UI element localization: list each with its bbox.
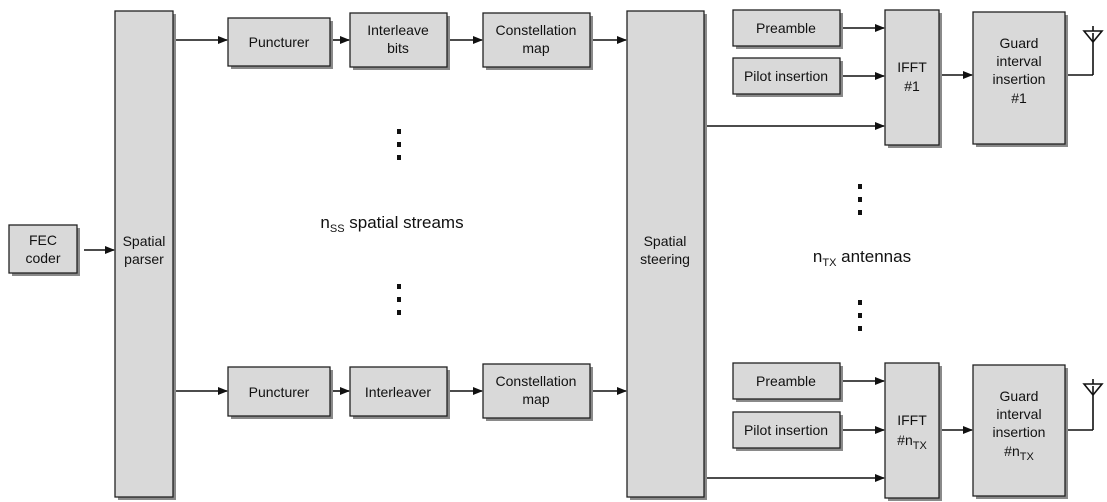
preamble-bottom-label: Preamble [756,373,816,389]
ellipsis-upper-antennas [858,184,862,215]
ifft-top-block: IFFT #1 [884,9,942,148]
ifft-bottom-block: IFFT #nTX [884,362,942,501]
puncturer-top-label: Puncturer [249,34,310,50]
guard-bottom-line-2: interval [996,406,1041,422]
guard-bottom-line-1: Guard [1000,388,1039,404]
ellipsis-lower-antennas [858,300,862,331]
guard-interval-bottom-block: Guard interval insertion #nTX [972,364,1068,499]
guard-bottom-line-3: insertion [993,424,1046,440]
spatial-steering-line-1: Spatial [644,233,687,249]
ifft-top-line-1: IFFT [897,59,927,75]
constellation-top-line-2: map [522,40,549,56]
puncturer-bottom-label: Puncturer [249,384,310,400]
connections [84,24,1094,482]
pilot-insertion-top-label: Pilot insertion [744,68,828,84]
fec-coder-line-2: coder [25,250,60,266]
pilot-insertion-bottom-block: Pilot insertion [732,411,843,451]
spatial-steering-block: Spatial steering [626,10,707,500]
guard-interval-top-block: Guard interval insertion #1 [972,11,1068,147]
ifft-bottom-n: #n [897,432,913,448]
guard-top-line-2: interval [996,53,1041,69]
spatial-parser-line-2: parser [124,251,164,267]
ifft-bottom-sub: TX [913,440,928,452]
spatial-parser-line-1: Spatial [123,233,166,249]
preamble-top-label: Preamble [756,20,816,36]
ellipsis-upper-streams [397,129,401,160]
interleave-bits-line-1: Interleave [367,22,429,38]
spatial-steering-line-2: steering [640,251,690,267]
antennas-label: nTX antennas [813,247,911,269]
guard-bottom-line-4: #nTX [1004,443,1034,463]
pilot-insertion-top-block: Pilot insertion [732,57,843,97]
guard-bottom-n: #n [1004,443,1020,459]
constellation-top-line-1: Constellation [496,22,577,38]
guard-top-line-3: insertion [993,71,1046,87]
ifft-bottom-line-1: IFFT [897,412,927,428]
preamble-bottom-block: Preamble [732,362,843,402]
guard-top-line-1: Guard [1000,35,1039,51]
preamble-top-block: Preamble [732,9,843,49]
fec-coder-block: FEC coder [8,224,80,276]
interleave-bits-line-2: bits [387,40,409,56]
guard-bottom-sub: TX [1020,451,1035,463]
interleave-bits-block: Interleave bits [349,12,450,70]
fec-coder-line-1: FEC [29,232,57,248]
pilot-insertion-bottom-label: Pilot insertion [744,422,828,438]
constellation-map-bottom-block: Constellation map [482,363,593,421]
spatial-parser-block: Spatial parser [114,10,176,500]
constellation-bottom-line-2: map [522,391,549,407]
spatial-streams-label: nSS spatial streams [320,213,463,235]
puncturer-top-block: Puncturer [227,17,333,69]
interleaver-label: Interleaver [365,384,431,400]
guard-top-line-4: #1 [1011,90,1027,106]
antenna-icon [1082,26,1104,44]
puncturer-bottom-block: Puncturer [227,366,333,419]
interleaver-block: Interleaver [349,366,450,419]
constellation-bottom-line-1: Constellation [496,373,577,389]
antenna-icon [1082,379,1104,397]
ellipsis-lower-streams [397,284,401,315]
ifft-bottom-line-2: #nTX [897,432,927,452]
constellation-map-top-block: Constellation map [482,12,593,70]
ifft-top-line-2: #1 [904,78,920,94]
